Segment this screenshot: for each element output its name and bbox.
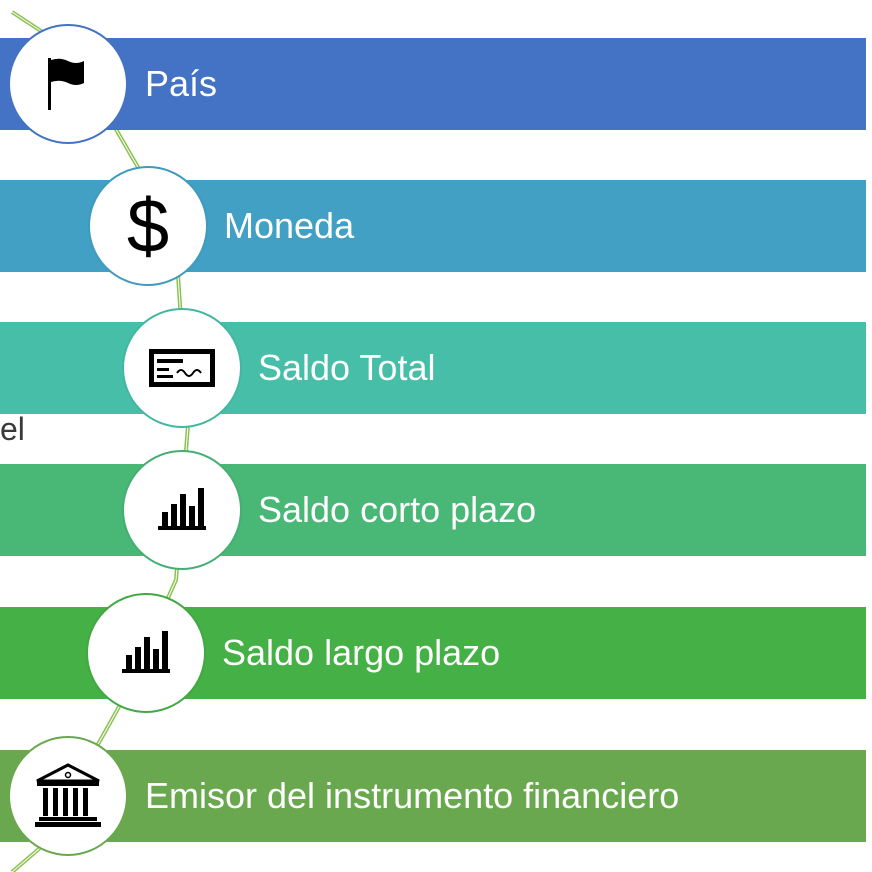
bar-emisor: Emisor del instrumento financiero: [0, 750, 866, 842]
bank-icon: [35, 763, 101, 827]
label-saldo-total: Saldo Total: [258, 347, 436, 388]
dollar-icon: $: [127, 186, 169, 266]
side-text-line-3: el: [0, 411, 25, 447]
badge-emisor: [8, 736, 128, 856]
badge-saldo-largo-plazo: [86, 593, 206, 713]
badge-pais: [8, 24, 128, 144]
label-pais: País: [145, 63, 218, 104]
label-moneda: Moneda: [224, 205, 355, 246]
bar-chart-icon: [122, 631, 170, 673]
badge-saldo-corto-plazo: [122, 450, 242, 570]
label-saldo-corto-plazo: Saldo corto plazo: [258, 489, 537, 530]
label-emisor: Emisor del instrumento financiero: [145, 775, 680, 816]
label-saldo-largo-plazo: Saldo largo plazo: [222, 632, 501, 673]
cheque-icon: [149, 349, 215, 387]
flag-icon: [48, 58, 84, 110]
badge-moneda: $: [88, 166, 208, 286]
svg-text:$: $: [127, 186, 169, 266]
bar-chart-icon: [158, 488, 206, 530]
bar-pais: País: [0, 38, 866, 130]
badge-saldo-total: [122, 308, 242, 428]
